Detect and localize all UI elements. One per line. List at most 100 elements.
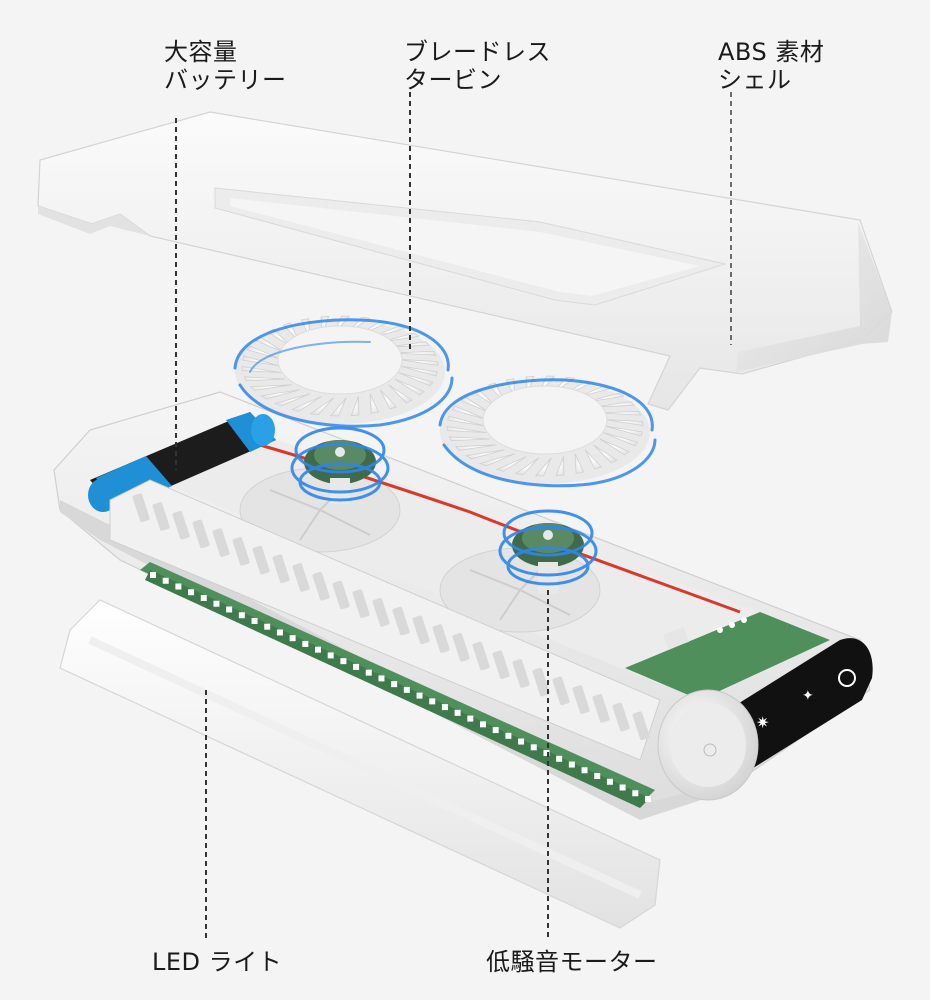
fan-blade (246, 345, 282, 360)
fan-blade (604, 425, 643, 437)
grille-slot (132, 493, 150, 523)
fan-blade (350, 396, 360, 417)
label-large-capacity-battery: 大容量 バッテリー (164, 38, 287, 94)
end-cap (657, 689, 759, 801)
grille-slot (232, 537, 250, 566)
fan-blade (394, 350, 437, 356)
led-chip (276, 629, 283, 636)
grille-slot (392, 606, 410, 636)
label-line: ABS 素材 (718, 38, 825, 66)
fan-blade (243, 376, 286, 382)
led-chip (556, 755, 563, 762)
fan-blade (514, 457, 540, 476)
fan-blade (398, 372, 434, 387)
label-line: LED ライト (152, 948, 283, 976)
led-chip (467, 715, 474, 722)
fan-blade (603, 432, 639, 447)
label-line: ブレードレス (404, 38, 551, 66)
label-line: バッテリー (164, 66, 287, 94)
fan-blade (379, 389, 398, 410)
fan-spin-rings (233, 318, 657, 488)
led-chip (175, 583, 182, 590)
label-line: タービン (404, 66, 502, 94)
fan-blade (478, 453, 516, 467)
motor-right (498, 509, 598, 594)
grille-slot (252, 545, 270, 575)
led-chip (264, 623, 271, 630)
grille-slot (492, 650, 510, 680)
blower-fan-right (440, 375, 650, 484)
grille-slot (212, 528, 230, 557)
led-chip (505, 732, 512, 739)
led-chip (213, 600, 220, 607)
fan-blade (399, 365, 438, 377)
led-pcb-strip (140, 562, 655, 808)
fan-blade (309, 397, 335, 416)
label-bladeless-turbine: ブレードレス タービン (404, 38, 551, 94)
led-chip (441, 704, 448, 711)
fan-blade (273, 393, 311, 407)
led-chip (632, 790, 639, 797)
led-chip (340, 658, 347, 665)
fan-blade (398, 358, 439, 367)
svg-text:✷: ✷ (756, 713, 769, 732)
grille-slot (532, 667, 550, 697)
fan-blade (446, 425, 487, 434)
fan-blade (448, 436, 491, 442)
fan-blade (290, 396, 322, 412)
label-line: 大容量 (164, 38, 238, 66)
led-chip (251, 617, 258, 624)
svg-text:✦: ✦ (802, 688, 814, 704)
label-line: 低騒音モーター (486, 948, 658, 976)
grille-slot (172, 510, 190, 540)
led-chip (530, 744, 537, 751)
blower-fan-left (235, 315, 445, 424)
fan-blade (599, 438, 630, 456)
grille-slot (432, 624, 450, 653)
fan-blade (454, 444, 497, 451)
fan-blade (447, 415, 486, 427)
grille-slot (592, 693, 610, 723)
fan-blade (593, 401, 636, 408)
grille-slot (412, 615, 430, 645)
fan-blade (260, 389, 300, 400)
grille-slot (152, 502, 170, 531)
led-chip (454, 709, 461, 716)
led-chip (365, 669, 372, 676)
motor-left (290, 426, 390, 504)
led-chip (378, 675, 385, 682)
label-abs-shell: ABS 素材 シェル (718, 38, 824, 94)
label-led-light: LED ライト (152, 948, 282, 976)
led-chip (594, 773, 601, 780)
led-chip (606, 778, 613, 785)
led-chip (150, 572, 156, 578)
grille-slot (612, 702, 630, 732)
led-chip (492, 727, 499, 734)
led-chip (581, 767, 588, 774)
led-chip (391, 681, 398, 688)
led-chip (353, 663, 360, 670)
led-chip (645, 796, 651, 802)
grille-slot (292, 563, 310, 592)
fan-blade (555, 456, 565, 477)
led-chip (568, 761, 575, 768)
label-line: シェル (718, 66, 792, 94)
led-chip (429, 698, 436, 705)
led-chip (302, 640, 309, 647)
led-chip (200, 594, 207, 601)
fan-blade (369, 393, 380, 414)
fan-blade (329, 397, 347, 417)
grille-slot (452, 632, 470, 662)
led-chip (543, 750, 550, 757)
led-chip (480, 721, 486, 728)
led-chip (315, 646, 321, 653)
grille-slot (272, 554, 290, 584)
led-chip (162, 577, 169, 584)
fan-blade (465, 449, 505, 460)
grille-slot (572, 685, 590, 714)
grille-slot (472, 641, 490, 671)
fan-blade (249, 384, 292, 391)
fan-blade (451, 405, 487, 420)
fan-blade (593, 444, 618, 464)
